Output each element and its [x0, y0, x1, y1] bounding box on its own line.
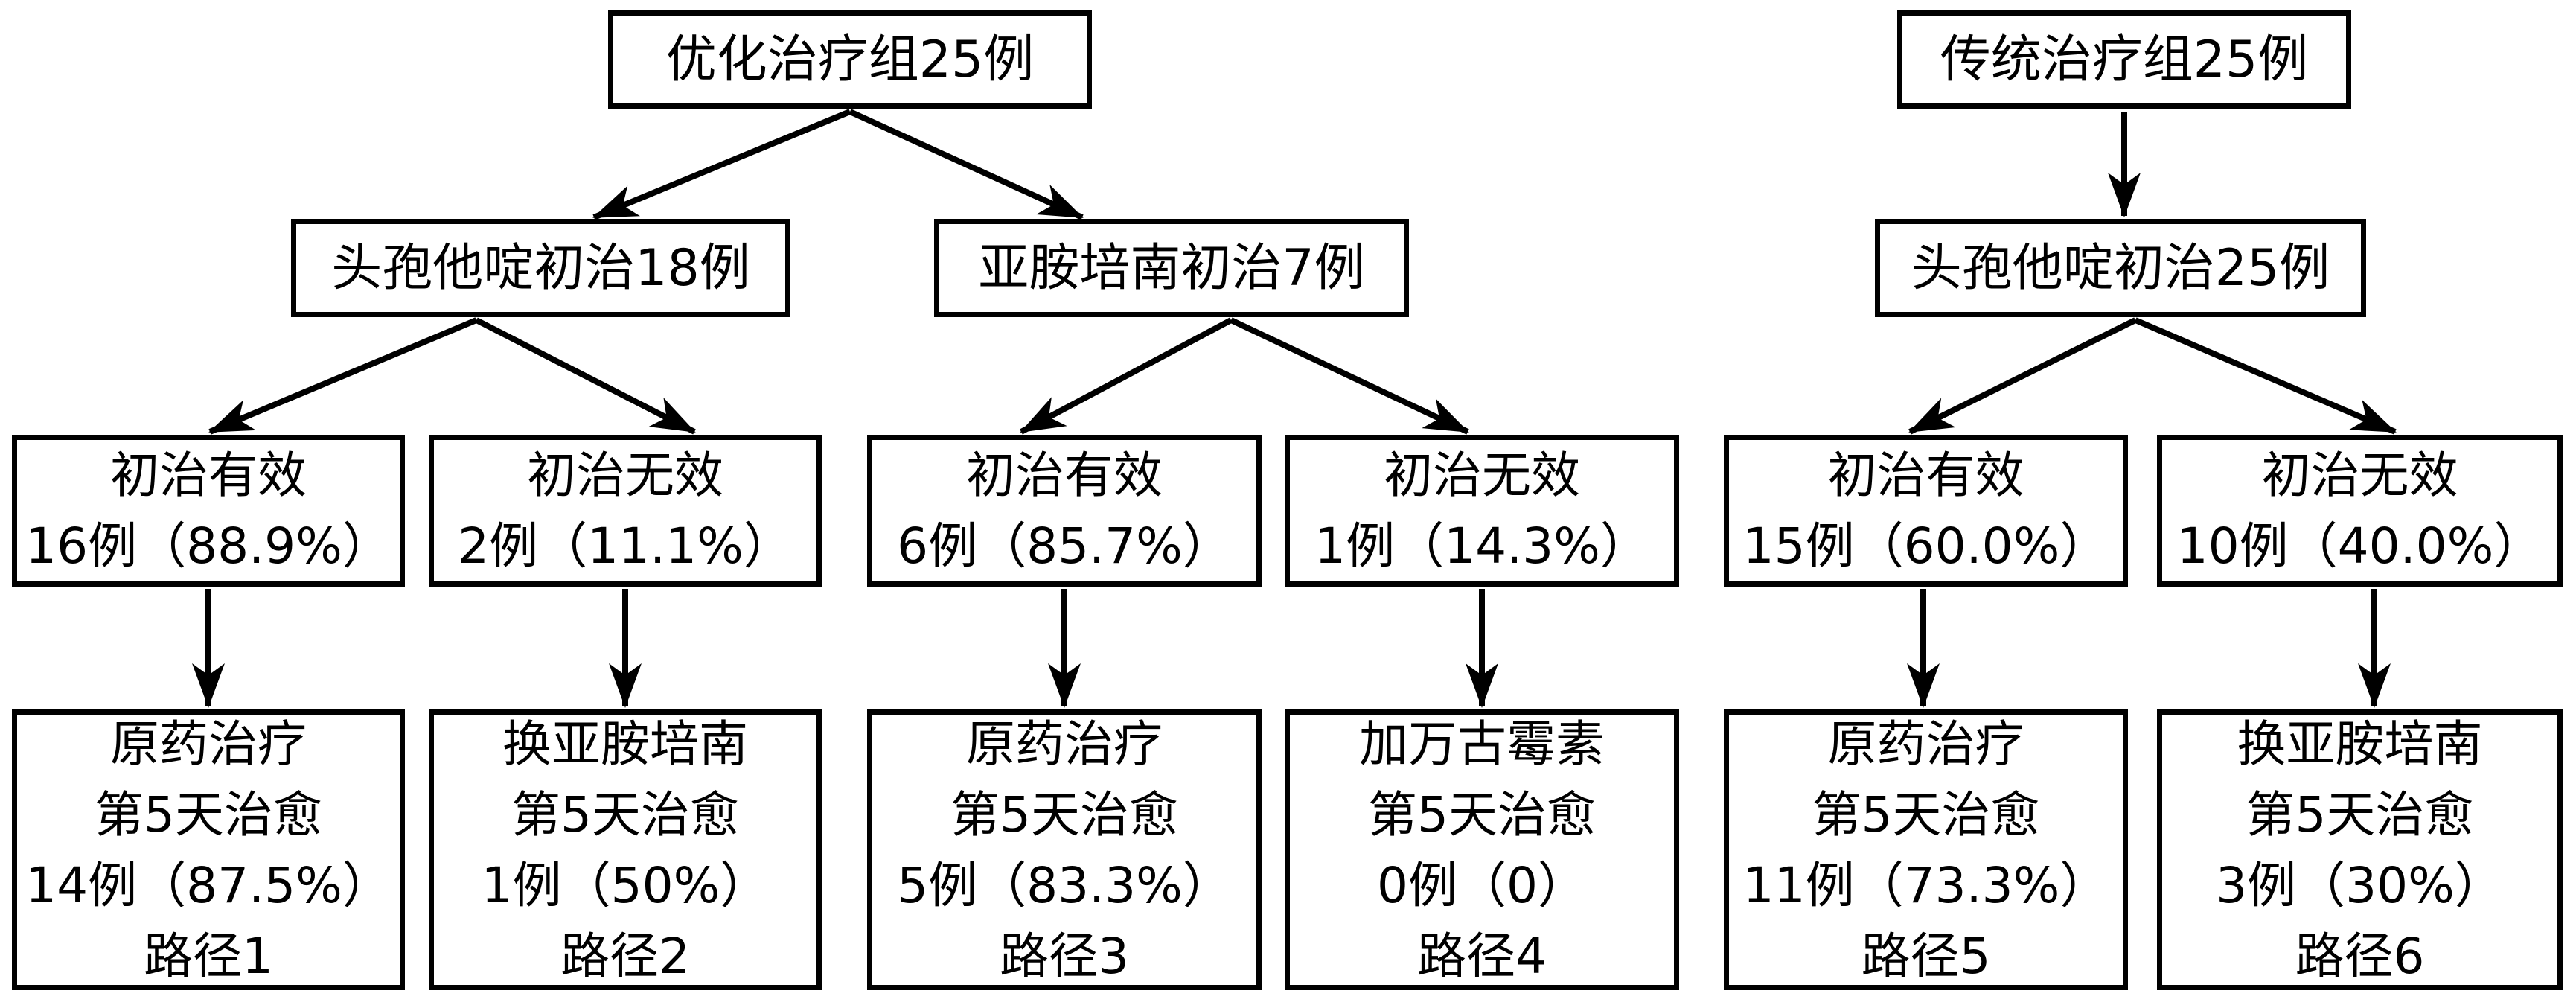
- path5-label: 路径5: [1861, 927, 1991, 985]
- ceft-effective-cases: 16例（88.9%）: [25, 517, 391, 575]
- path3-label: 路径3: [1000, 927, 1129, 985]
- ceft-effective-label: 初治有效: [110, 447, 307, 504]
- arrow-ceft18-to-effective: [208, 317, 478, 435]
- trad-effective-label: 初治有效: [1827, 447, 2024, 504]
- node-optimized-group-root: 优化治疗组25例: [608, 10, 1092, 109]
- node-imipenem-initial-7: 亚胺培南初治7例: [934, 219, 1409, 317]
- trad-ineffective-cases: 10例（40.0%）: [2176, 517, 2543, 575]
- traditional-group-root-label: 传统治疗组25例: [1940, 30, 2309, 89]
- path2-label: 路径2: [560, 927, 690, 985]
- node-ceftazidime-initial-18: 头孢他啶初治18例: [291, 219, 790, 317]
- path2-cases: 1例（50%）: [481, 856, 770, 914]
- arrow-ceft25-to-ineffective: [2134, 317, 2397, 435]
- imip-ineffective-label: 初治无效: [1384, 447, 1580, 504]
- path6-treatment: 换亚胺培南: [2237, 715, 2483, 773]
- trad-ineffective-label: 初治无效: [2261, 447, 2458, 504]
- node-path5: 原药治疗 第5天治愈 11例（73.3%） 路径5: [1724, 709, 2128, 990]
- node-ceftazidime-initial-25: 头孢他啶初治25例: [1875, 219, 2366, 317]
- arrow-opt-root-to-imip7: [848, 109, 1084, 220]
- node-traditional-group-root: 传统治疗组25例: [1897, 10, 2351, 109]
- path4-label: 路径4: [1417, 927, 1547, 985]
- path4-treatment: 加万古霉素: [1359, 715, 1605, 773]
- node-ceft-effective: 初治有效 16例（88.9%）: [12, 435, 405, 587]
- path5-treatment: 原药治疗: [1827, 715, 2024, 773]
- node-path3: 原药治疗 第5天治愈 5例（83.3%） 路径3: [867, 709, 1262, 990]
- node-path4: 加万古霉素 第5天治愈 0例（0） 路径4: [1285, 709, 1679, 990]
- node-path1: 原药治疗 第5天治愈 14例（87.5%） 路径1: [12, 709, 405, 990]
- ceftazidime-initial-18-label: 头孢他啶初治18例: [331, 238, 750, 298]
- arrow-ceft25-to-effective: [1908, 317, 2137, 435]
- node-path6: 换亚胺培南 第5天治愈 3例（30%） 路径6: [2157, 709, 2563, 990]
- arrow-imip7-to-ineffective: [1230, 317, 1469, 435]
- path3-cases: 5例（83.3%）: [897, 856, 1232, 914]
- node-trad-ineffective: 初治无效 10例（40.0%）: [2157, 435, 2563, 587]
- node-imip-effective: 初治有效 6例（85.7%）: [867, 435, 1262, 587]
- node-path2: 换亚胺培南 第5天治愈 1例（50%） 路径2: [429, 709, 822, 990]
- path1-label: 路径1: [144, 927, 273, 985]
- imip-effective-label: 初治有效: [966, 447, 1163, 504]
- imip-ineffective-cases: 1例（14.3%）: [1314, 517, 1649, 575]
- imip-effective-cases: 6例（85.7%）: [897, 517, 1232, 575]
- path2-outcome: 第5天治愈: [511, 785, 739, 843]
- path4-outcome: 第5天治愈: [1368, 785, 1596, 843]
- path1-outcome: 第5天治愈: [95, 785, 322, 843]
- node-ceft-ineffective: 初治无效 2例（11.1%）: [429, 435, 822, 587]
- path6-outcome: 第5天治愈: [2246, 785, 2474, 843]
- path2-treatment: 换亚胺培南: [502, 715, 748, 773]
- node-imip-ineffective: 初治无效 1例（14.3%）: [1285, 435, 1679, 587]
- path6-cases: 3例（30%）: [2216, 856, 2504, 914]
- trad-effective-cases: 15例（60.0%）: [1742, 517, 2109, 575]
- ceft-ineffective-label: 初治无效: [527, 447, 723, 504]
- path5-cases: 11例（73.3%）: [1742, 856, 2109, 914]
- arrow-ceft18-to-ineffective: [475, 317, 696, 435]
- arrow-opt-root-to-ceft18: [592, 109, 851, 220]
- path3-outcome: 第5天治愈: [950, 785, 1178, 843]
- path1-cases: 14例（87.5%）: [25, 856, 391, 914]
- arrow-imip7-to-effective: [1020, 317, 1233, 435]
- path4-cases: 0例（0）: [1377, 856, 1587, 914]
- optimized-group-root-label: 优化治疗组25例: [665, 30, 1035, 89]
- ceft-ineffective-cases: 2例（11.1%）: [458, 517, 793, 575]
- path3-treatment: 原药治疗: [966, 715, 1163, 773]
- node-trad-effective: 初治有效 15例（60.0%）: [1724, 435, 2128, 587]
- ceftazidime-initial-25-label: 头孢他啶初治25例: [1911, 238, 2330, 298]
- path1-treatment: 原药治疗: [110, 715, 307, 773]
- path5-outcome: 第5天治愈: [1812, 785, 2040, 843]
- imipenem-initial-7-label: 亚胺培南初治7例: [978, 238, 1365, 298]
- path6-label: 路径6: [2295, 927, 2425, 985]
